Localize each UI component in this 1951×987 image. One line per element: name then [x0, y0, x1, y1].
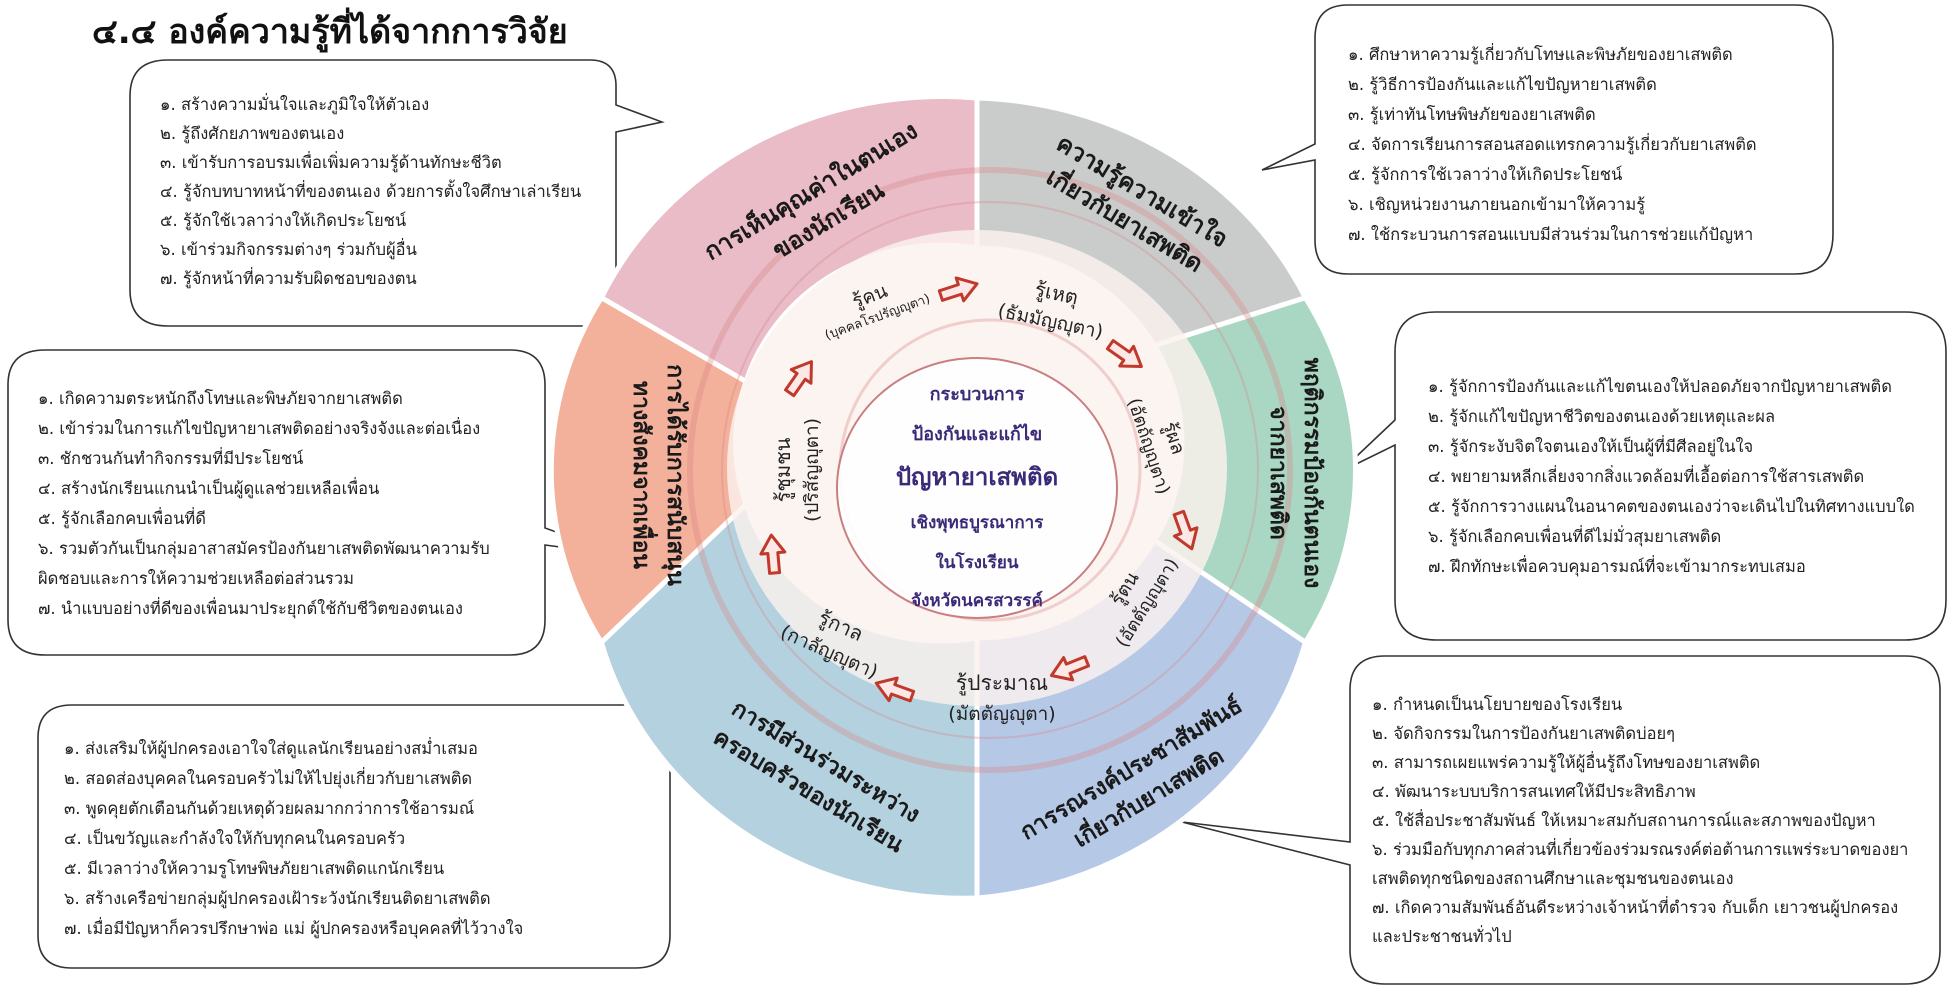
list-item: ๑. รู้จักการป้องกันและแก้ไขตนเองให้ปลอดภ… — [1428, 377, 1892, 396]
list-item: ๗. ใช้กระบวนการสอนแบบมีส่วนร่วมในการช่วย… — [1348, 225, 1754, 244]
segment-label-orange: การได้รับการสนับสนุนทางสังคมจากเพื่อน — [628, 364, 690, 586]
list-item: ๑. กำหนดเป็นนโยบายของโรงเรียน — [1372, 695, 1623, 714]
list-item: ๗. นำแบบอย่างที่ดีของเพื่อนมาประยุกต์ใช้… — [38, 599, 463, 618]
list-item: ๗. เมื่อมีปัญหาก็ควรปรึกษาพ่อ แม่ ผู้ปกค… — [64, 919, 524, 938]
callout-peer-support: ๑. เกิดความตระหนักถึงโทษและพิษภัยจากยาเส… — [38, 384, 508, 624]
list-item: ๔. พยายามหลีกเลี่ยงจากสิ่งแวดล้อมที่เอื้… — [1428, 467, 1865, 486]
callout-campaign: ๑. กำหนดเป็นนโยบายของโรงเรียน ๒. จัดกิจก… — [1372, 690, 1927, 951]
list-item: ๖. เข้าร่วมกิจกรรมต่างๆ ร่วมกับผู้อื่น — [160, 240, 417, 259]
callout-family: ๑. ส่งเสริมให้ผู้ปกครองเอาใจใส่ดูแลนักเร… — [64, 734, 523, 944]
list-item: ๑. ส่งเสริมให้ผู้ปกครองเอาใจใส่ดูแลนักเร… — [64, 739, 478, 758]
segment-label-green: พฤติกรรมป้องกันตนเองจากยาเสพติด — [1265, 358, 1325, 589]
list-item: ๕. รู้จักเลือกคบเพื่อนที่ดี — [38, 509, 206, 528]
list-item: ๓. เข้ารับการอบรมเพื่อเพิ่มความรู้ด้านทั… — [160, 153, 502, 172]
arrow-icon — [759, 533, 787, 575]
list-item: ๕. รู้จักใช้เวลาว่างให้เกิดประโยชน์ — [160, 211, 407, 230]
list-item: ๖. รู้จักเลือกคบเพื่อนที่ดีไม่มั่วสุมยาเ… — [1428, 527, 1722, 546]
list-item: ๒. จัดกิจกรรมในการป้องกันยาเสพติดบ่อยๆ — [1372, 724, 1676, 743]
list-item: ๓. พูดคุยตักเตือนกันด้วยเหตุด้วยผลมากกว่… — [64, 799, 475, 818]
list-item: ๒. รู้จักแก้ไขปัญหาชีวิตของตนเองด้วยเหตุ… — [1428, 407, 1776, 426]
list-item: ๖. เชิญหน่วยงานภายนอกเข้ามาให้ความรู้ — [1348, 195, 1646, 214]
callout-self-esteem: ๑. สร้างความมั่นใจและภูมิใจให้ตัวเอง ๒. … — [160, 90, 581, 293]
list-item: ๑. เกิดความตระหนักถึงโทษและพิษภัยจากยาเส… — [38, 389, 403, 408]
list-item: ๕. รู้จักการวางแผนในอนาคตของตนเองว่าจะเด… — [1428, 497, 1915, 516]
list-item: ๗. เกิดความสัมพันธ์อันดีระหว่างเจ้าหน้าท… — [1372, 898, 1899, 946]
list-item: ๔. รู้จักบทบาทหน้าที่ของตนเอง ด้วยการตั้… — [160, 182, 582, 201]
inner-circle — [836, 357, 1118, 619]
center-line-6: จังหวัดนครสวรรค์ — [911, 590, 1043, 611]
list-item: ๓. รู้เท่าทันโทษพิษภัยของยาเสพติด — [1348, 105, 1596, 124]
callout-self-protection: ๑. รู้จักการป้องกันและแก้ไขตนเองให้ปลอดภ… — [1428, 372, 1915, 582]
arrow-icon — [1105, 339, 1143, 368]
inner-label-ruprman: รู้ประมาณ(มัตตัญญุตา) — [948, 671, 1055, 726]
list-item: ๒. รู้ถึงศักยภาพของตนเอง — [160, 124, 345, 143]
arrow-icon — [1049, 655, 1091, 682]
list-item: ๖. สร้างเครือข่ายกลุ่มผู้ปกครองเฝ้าระวัง… — [64, 889, 491, 908]
bubble-top-right — [1261, 4, 1834, 275]
list-item: ๕. ใช้สื่อประชาสัมพันธ์ ให้เหมาะสมกับสถา… — [1372, 811, 1876, 830]
list-item: ๓. รู้จักระงับจิตใจตนเองให้เป็นผู้ที่มีศ… — [1428, 437, 1754, 456]
list-item: ๖. รวมตัวกันเป็นกลุ่มอาสาสมัครป้องกันยาเ… — [38, 539, 490, 588]
page-title: ๔.๔ องค์ความรู้ที่ได้จากการวิจัย — [92, 12, 568, 52]
arrow-icon — [937, 276, 979, 303]
list-item: ๕. รู้จักการใช้เวลาว่างให้เกิดประโยชน์ — [1348, 165, 1623, 184]
list-item: ๒. รู้วิธีการป้องกันและแก้ไขปัญหายาเสพติ… — [1348, 75, 1657, 94]
arrow-icon — [1172, 509, 1199, 551]
bubble-bottom-right — [1181, 655, 1941, 985]
list-item: ๔. จัดการเรียนการสอนสอดแทรกความรู้เกี่ยว… — [1348, 135, 1757, 154]
arrow-icon — [874, 676, 916, 703]
inner-label-ruchumchon: รู้ชุมชน(ปริสัญญุตา) — [771, 418, 824, 522]
arrow-icon — [784, 360, 813, 398]
list-item: ๒. เข้าร่วมในการแก้ไขปัญหายาเสพติดอย่างจ… — [38, 419, 481, 438]
list-item: ๖. ร่วมมือกับทุกภาคส่วนที่เกี่ยวข้องร่วม… — [1372, 840, 1909, 888]
center-line-3: ปัญหายาเสพติด — [896, 463, 1058, 491]
list-item: ๔. สร้างนักเรียนแกนนำเป็นผู้ดูแลช่วยเหลื… — [38, 479, 380, 498]
center-line-5: ในโรงเรียน — [935, 552, 1018, 573]
list-item: ๑. ศึกษาหาความรู้เกี่ยวกับโทษและพิษภัยขอ… — [1348, 45, 1733, 64]
cycle-arrows — [759, 276, 1199, 703]
list-item: ๔. เป็นขวัญและกำลังใจให้กับทุกคนในครอบคร… — [64, 829, 406, 848]
center-line-4: เชิงพุทธบูรณาการ — [911, 513, 1045, 534]
list-item: ๑. สร้างความมั่นใจและภูมิใจให้ตัวเอง — [160, 95, 430, 114]
bubble-mid-left — [7, 349, 621, 656]
center-line-1: กระบวนการ — [930, 384, 1025, 405]
bubble-mid-right — [1339, 311, 1947, 641]
center-text: กระบวนการ ป้องกันและแก้ไข ปัญหายาเสพติด … — [896, 384, 1058, 611]
callout-bubbles — [7, 4, 1947, 985]
list-item: ๗. รู้จักหน้าที่ความรับผิดชอบของตน — [160, 269, 417, 288]
list-item: ๓. ชักชวนกันทำกิจกรรมที่มีประโยชน์ — [38, 449, 304, 468]
list-item: ๗. ฝึกทักษะเพื่อควบคุมอารมณ์ที่จะเข้ามาก… — [1428, 557, 1806, 576]
callout-knowledge: ๑. ศึกษาหาความรู้เกี่ยวกับโทษและพิษภัยขอ… — [1348, 40, 1757, 250]
list-item: ๓. สามารถเผยแพร่ความรู้ให้ผู้อื่นรู้ถึงโ… — [1372, 753, 1761, 772]
center-line-2: ป้องกันและแก้ไข — [912, 423, 1042, 445]
list-item: ๒. สอดส่องบุคคลในครอบครัวไม่ให้ไปยุ่งเกี… — [64, 769, 473, 788]
list-item: ๕. มีเวลาว่างให้ความรูโทษพิษภัยยาเสพติดแ… — [64, 859, 445, 878]
list-item: ๔. พัฒนาระบบบริการสนเทศให้มีประสิทธิภาพ — [1372, 782, 1696, 801]
